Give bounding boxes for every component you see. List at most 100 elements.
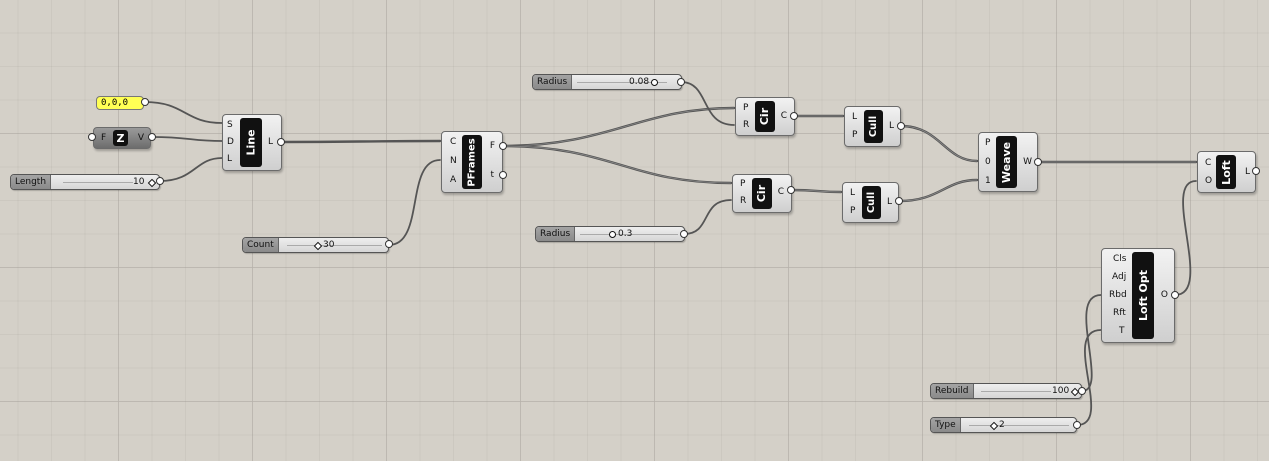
circle-top-core: Cir bbox=[755, 101, 775, 132]
length-slider[interactable]: Length 10 bbox=[10, 174, 160, 190]
wire-cull-top-to-weave bbox=[899, 124, 979, 163]
pframes-output-f-pin[interactable] bbox=[499, 142, 507, 150]
radius-bottom-slider-knob[interactable] bbox=[609, 231, 616, 238]
loft-options-core: Loft Opt bbox=[1132, 252, 1154, 339]
pframes-input-a: A bbox=[450, 175, 457, 185]
wire-radius-bottom-to-cir bbox=[683, 199, 732, 235]
point-panel-output-pin[interactable] bbox=[141, 98, 149, 106]
cull-bottom-output-l: L bbox=[886, 197, 892, 207]
circle-top-output-pin[interactable] bbox=[790, 112, 798, 120]
cull-bottom-output-pin[interactable] bbox=[895, 197, 903, 205]
unit-z-core-label: Z bbox=[116, 131, 125, 145]
circle-bottom-input-p: P bbox=[740, 179, 746, 189]
radius-top-slider-value: 0.08 bbox=[629, 77, 650, 87]
loft-component[interactable]: C O Loft L bbox=[1197, 151, 1256, 193]
radius-top-slider-knob[interactable] bbox=[651, 79, 658, 86]
wire-z-to-line bbox=[151, 136, 223, 142]
wire-loftopt-to-loft bbox=[1174, 180, 1197, 296]
loft-core-label: Loft bbox=[1219, 159, 1233, 185]
length-slider-value: 10 bbox=[133, 177, 145, 187]
point-panel[interactable]: 0,0,0 bbox=[96, 96, 144, 110]
wire-count-to-pframes bbox=[388, 159, 441, 246]
cull-top-component[interactable]: L P Cull L bbox=[844, 106, 901, 147]
cull-top-core: Cull bbox=[864, 110, 883, 143]
line-output-pin[interactable] bbox=[277, 138, 285, 146]
loft-core: Loft bbox=[1216, 155, 1236, 189]
wire-type-to-loftopt bbox=[1076, 329, 1102, 426]
pframes-core: PFrames bbox=[462, 135, 482, 189]
loft-options-input-cls: Cls bbox=[1113, 254, 1127, 264]
loft-options-component[interactable]: Cls Adj Rbd Rft T Loft Opt O bbox=[1101, 248, 1175, 343]
count-slider-value: 30 bbox=[323, 240, 335, 250]
cull-top-input-l: L bbox=[852, 112, 858, 122]
cull-bottom-input-l: L bbox=[850, 188, 856, 198]
weave-component[interactable]: P 0 1 Weave W bbox=[978, 132, 1038, 192]
length-slider-label: Length bbox=[11, 175, 52, 189]
loft-options-input-rft: Rft bbox=[1113, 308, 1126, 318]
weave-core-label: Weave bbox=[1000, 141, 1014, 183]
weave-input-1: 1 bbox=[985, 176, 991, 186]
count-slider-output-pin[interactable] bbox=[385, 240, 393, 248]
circle-top-component[interactable]: P R Cir C bbox=[735, 97, 795, 136]
count-slider[interactable]: Count 30 bbox=[242, 237, 389, 253]
radius-top-slider-output-pin[interactable] bbox=[677, 78, 685, 86]
circle-top-input-p: P bbox=[743, 103, 749, 113]
loft-options-input-rbd: Rbd bbox=[1109, 290, 1127, 300]
type-slider-knob[interactable] bbox=[989, 421, 999, 431]
weave-input-p: P bbox=[985, 138, 991, 148]
circle-top-core-label: Cir bbox=[758, 107, 772, 126]
pframes-input-n: N bbox=[450, 156, 457, 166]
cull-bottom-input-p: P bbox=[850, 206, 856, 216]
radius-bottom-slider-output-pin[interactable] bbox=[680, 230, 688, 238]
point-panel-value: 0,0,0 bbox=[101, 98, 129, 108]
cull-bottom-core: Cull bbox=[862, 186, 881, 219]
wire-length-to-line bbox=[159, 157, 223, 182]
pframes-component[interactable]: C N A PFrames F t bbox=[441, 131, 503, 193]
weave-output-w: W bbox=[1023, 157, 1032, 167]
radius-bottom-slider-value: 0.3 bbox=[618, 229, 633, 239]
loft-options-input-adj: Adj bbox=[1112, 272, 1127, 282]
circle-bottom-core-label: Cir bbox=[755, 184, 769, 203]
pframes-core-label: PFrames bbox=[466, 137, 478, 187]
length-slider-knob[interactable] bbox=[147, 178, 157, 188]
rebuild-slider-output-pin[interactable] bbox=[1078, 387, 1086, 395]
loft-output-pin[interactable] bbox=[1252, 167, 1260, 175]
type-slider[interactable]: Type 2 bbox=[930, 417, 1077, 433]
weave-input-0: 0 bbox=[985, 157, 991, 167]
type-slider-output-pin[interactable] bbox=[1073, 421, 1081, 429]
rebuild-slider-label: Rebuild bbox=[931, 384, 974, 398]
weave-output-pin[interactable] bbox=[1034, 158, 1042, 166]
cull-bottom-component[interactable]: L P Cull L bbox=[842, 182, 899, 223]
circle-bottom-output-c: C bbox=[777, 187, 784, 197]
unit-z-output-pin[interactable] bbox=[148, 133, 156, 141]
loft-options-output-o: O bbox=[1160, 290, 1168, 300]
line-component[interactable]: S D L Line L bbox=[222, 114, 282, 171]
circle-bottom-component[interactable]: P R Cir C bbox=[732, 174, 792, 213]
cull-top-input-p: P bbox=[852, 130, 858, 140]
unit-z-component[interactable]: F Z V bbox=[93, 127, 151, 149]
circle-bottom-output-pin[interactable] bbox=[787, 186, 795, 194]
radius-top-slider[interactable]: Radius 0.08 bbox=[532, 74, 682, 90]
wire-pframes-to-cir-bottom bbox=[501, 144, 733, 185]
wire-pframes-to-cir-top bbox=[501, 106, 736, 148]
pframes-output-f: F bbox=[489, 141, 495, 151]
line-core: Line bbox=[240, 118, 262, 167]
circle-top-output-c: C bbox=[780, 111, 787, 121]
radius-bottom-slider-label: Radius bbox=[536, 227, 576, 241]
pframes-output-t-pin[interactable] bbox=[499, 171, 507, 179]
count-slider-label: Count bbox=[243, 238, 279, 252]
loft-input-o: O bbox=[1205, 176, 1213, 186]
length-slider-output-pin[interactable] bbox=[156, 177, 164, 185]
radius-top-slider-label: Radius bbox=[533, 75, 573, 89]
rebuild-slider[interactable]: Rebuild 100 bbox=[930, 383, 1082, 399]
unit-z-input-pin[interactable] bbox=[88, 133, 96, 141]
cull-top-output-pin[interactable] bbox=[897, 122, 905, 130]
line-input-s: S bbox=[227, 120, 233, 130]
loft-options-output-pin[interactable] bbox=[1171, 291, 1179, 299]
type-slider-label: Type bbox=[931, 418, 961, 432]
loft-options-input-t: T bbox=[1119, 326, 1125, 336]
count-slider-knob[interactable] bbox=[313, 241, 323, 251]
radius-bottom-slider[interactable]: Radius 0.3 bbox=[535, 226, 685, 242]
